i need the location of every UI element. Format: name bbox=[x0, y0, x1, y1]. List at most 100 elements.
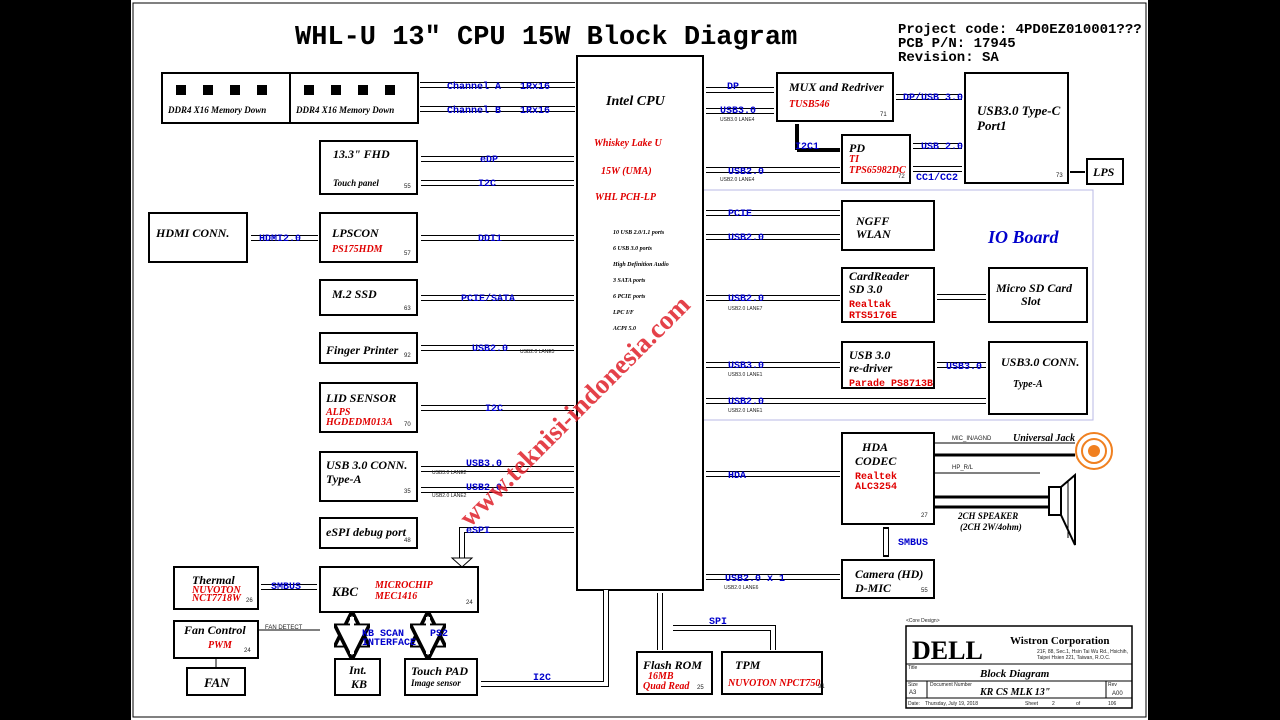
lid-part: HGDEDM013A bbox=[325, 417, 393, 428]
ps2-label: PS2 bbox=[430, 629, 448, 640]
mic-agnd-label: MIC_IN/AGND bbox=[952, 436, 992, 442]
hda-codec-label: HDA bbox=[861, 440, 888, 454]
lane-label: USB3.0 LANE2 bbox=[432, 470, 467, 476]
dp-usb-label: DP/USB 3.0 bbox=[903, 92, 963, 104]
page-ref: 25 bbox=[697, 685, 704, 691]
cpu-name: Whiskey Lake U bbox=[594, 138, 663, 149]
speaker-icon bbox=[1048, 472, 1076, 546]
cpu-features: 10 USB 2.0/1.1 ports 6 USB 3.0 ports Hig… bbox=[612, 230, 669, 332]
hda-codec-block bbox=[841, 432, 935, 525]
ngff-wlan-block bbox=[841, 200, 935, 251]
lid-sensor-label: LID SENSOR bbox=[325, 391, 396, 405]
cc-label: CC1/CC2 bbox=[916, 172, 958, 184]
page-ref: 35 bbox=[404, 489, 411, 495]
lane-label: USB3.0 LANE1 bbox=[728, 372, 763, 378]
lane-label: USB2.0 LANE1 bbox=[728, 408, 763, 414]
redriver-label-2: re-driver bbox=[849, 361, 893, 375]
flash-mode: Quad Read bbox=[643, 681, 690, 692]
ngff-label: NGFF bbox=[855, 214, 889, 228]
touchpad-i2c-label: I2C bbox=[533, 673, 551, 684]
interface-label: INTERFACE bbox=[362, 638, 416, 649]
redriver-block bbox=[841, 341, 935, 389]
hdmi-conn-label: HDMI CONN. bbox=[155, 226, 229, 240]
pd-vendor: TI bbox=[849, 154, 860, 165]
cpu-title: Intel CPU bbox=[605, 94, 666, 109]
cpu-pch: WHL PCH-LP bbox=[595, 192, 657, 203]
ddr-a-block bbox=[161, 72, 291, 124]
pcie-sata-label: PCIE/SATA bbox=[461, 293, 515, 305]
page-ref: 26 bbox=[246, 598, 253, 604]
usb30-mux-label: USB3.0 bbox=[720, 106, 756, 117]
mux-block bbox=[776, 72, 894, 122]
thermal-smbus-label: SMBUS bbox=[271, 582, 301, 593]
diagram-title: WHL-U 13" CPU 15W Block Diagram bbox=[295, 23, 797, 53]
pcb-number: PCB P/N: 17945 bbox=[898, 36, 1016, 52]
ddr-b-block bbox=[289, 72, 419, 124]
hp-rl-label: HP_R/L bbox=[952, 465, 974, 471]
int-kb-label-1: Int. bbox=[348, 663, 367, 677]
usb20x1-label: USB2.0 x 1 bbox=[725, 574, 785, 585]
finger-printer-label: Finger Printer bbox=[325, 343, 399, 357]
usb30-redriver-label: USB3.0 bbox=[728, 361, 764, 372]
finger-usb20-label: USB2.0 bbox=[472, 344, 508, 355]
port1-label: Port1 bbox=[977, 118, 1007, 133]
sheet-border bbox=[132, 2, 1147, 718]
dp-label: DP bbox=[727, 82, 739, 93]
lspcon-part: PS175HDM bbox=[332, 244, 384, 255]
lane-label: USB2.0 LANE2 bbox=[432, 493, 467, 499]
ddr-a-label: DDR4 X16 Memory Down bbox=[167, 105, 266, 115]
m2-ssd-label: M.2 SSD bbox=[331, 287, 377, 301]
cardreader-part: RTS5176E bbox=[849, 311, 897, 322]
thermal-block bbox=[173, 566, 259, 610]
redriver-part: Parade PS8713B bbox=[849, 378, 933, 390]
hda-bus-label: HDA bbox=[728, 471, 746, 482]
hdmi2-label: HDMI2.0 bbox=[259, 234, 301, 245]
page-ref: 71 bbox=[880, 112, 887, 118]
date-label: Date: bbox=[908, 701, 920, 707]
title-field-value: Block Diagram bbox=[979, 668, 1050, 680]
typec-port-block bbox=[964, 72, 1069, 184]
type-a-right-label: Type-A bbox=[1013, 379, 1043, 390]
codec-label: CODEC bbox=[855, 454, 897, 468]
edp-label: eDP bbox=[480, 155, 498, 166]
dell-logo: DELL bbox=[912, 636, 983, 665]
flash-rom-label: Flash ROM bbox=[642, 658, 702, 672]
thermal-label: Thermal bbox=[192, 573, 235, 587]
touchpad-label: Touch PAD bbox=[411, 664, 468, 678]
doc-number-label: Document Number bbox=[930, 682, 972, 688]
m2-ssd-block bbox=[319, 279, 418, 316]
sheet-value: 2 bbox=[1052, 701, 1055, 707]
thermal-part: NCT7718W bbox=[191, 593, 242, 604]
speaker-label: 2CH SPEAKER bbox=[957, 511, 1018, 521]
flash-size: 16MB bbox=[648, 671, 674, 682]
dmic-label: D-MIC bbox=[854, 581, 892, 595]
doc-number-value: KR CS MLK 13" bbox=[979, 687, 1050, 698]
ddr-b-label: DDR4 X16 Memory Down bbox=[295, 105, 394, 115]
camera-block bbox=[841, 559, 935, 599]
size-value: A3 bbox=[909, 690, 917, 696]
mux-label: MUX and Redriver bbox=[788, 80, 884, 94]
page-ref: 48 bbox=[404, 538, 411, 544]
pd-usb20-label: USB 2.0 bbox=[921, 142, 963, 153]
usb20-pd-label: USB2.0 bbox=[728, 167, 764, 178]
left-blocks: 13.3" FHD Touch panel 55 HDMI CONN. LPSC… bbox=[148, 140, 418, 549]
sheet-of: of bbox=[1076, 701, 1081, 707]
spi-label: SPI bbox=[709, 617, 727, 628]
size-label: Size bbox=[908, 682, 918, 688]
cpu-power: 15W (UMA) bbox=[601, 166, 652, 177]
kbc-area: KBC MICROCHIP MEC1416 24 Thermal NUVOTON… bbox=[173, 566, 609, 696]
thermal-vendor: NUVOTON bbox=[191, 585, 241, 596]
i2c1-label: I2C1 bbox=[795, 142, 819, 153]
left-buses bbox=[251, 156, 574, 558]
page-ref: 55 bbox=[404, 184, 411, 190]
i2c-touch-label: I2C bbox=[478, 179, 496, 190]
lspcon-block bbox=[319, 212, 418, 263]
pwm-label: PWM bbox=[208, 640, 233, 651]
schematic-sheet: WHL-U 13" CPU 15W Block Diagram Project … bbox=[131, 0, 1148, 720]
pd-label: PD bbox=[849, 141, 865, 155]
type-a-left-label: Type-A bbox=[326, 472, 362, 486]
flash-rom-block bbox=[636, 651, 713, 695]
finger-printer-block bbox=[319, 332, 418, 364]
fan-detect-label: FAN DETECT bbox=[265, 625, 303, 631]
touchpad-block bbox=[404, 658, 478, 696]
